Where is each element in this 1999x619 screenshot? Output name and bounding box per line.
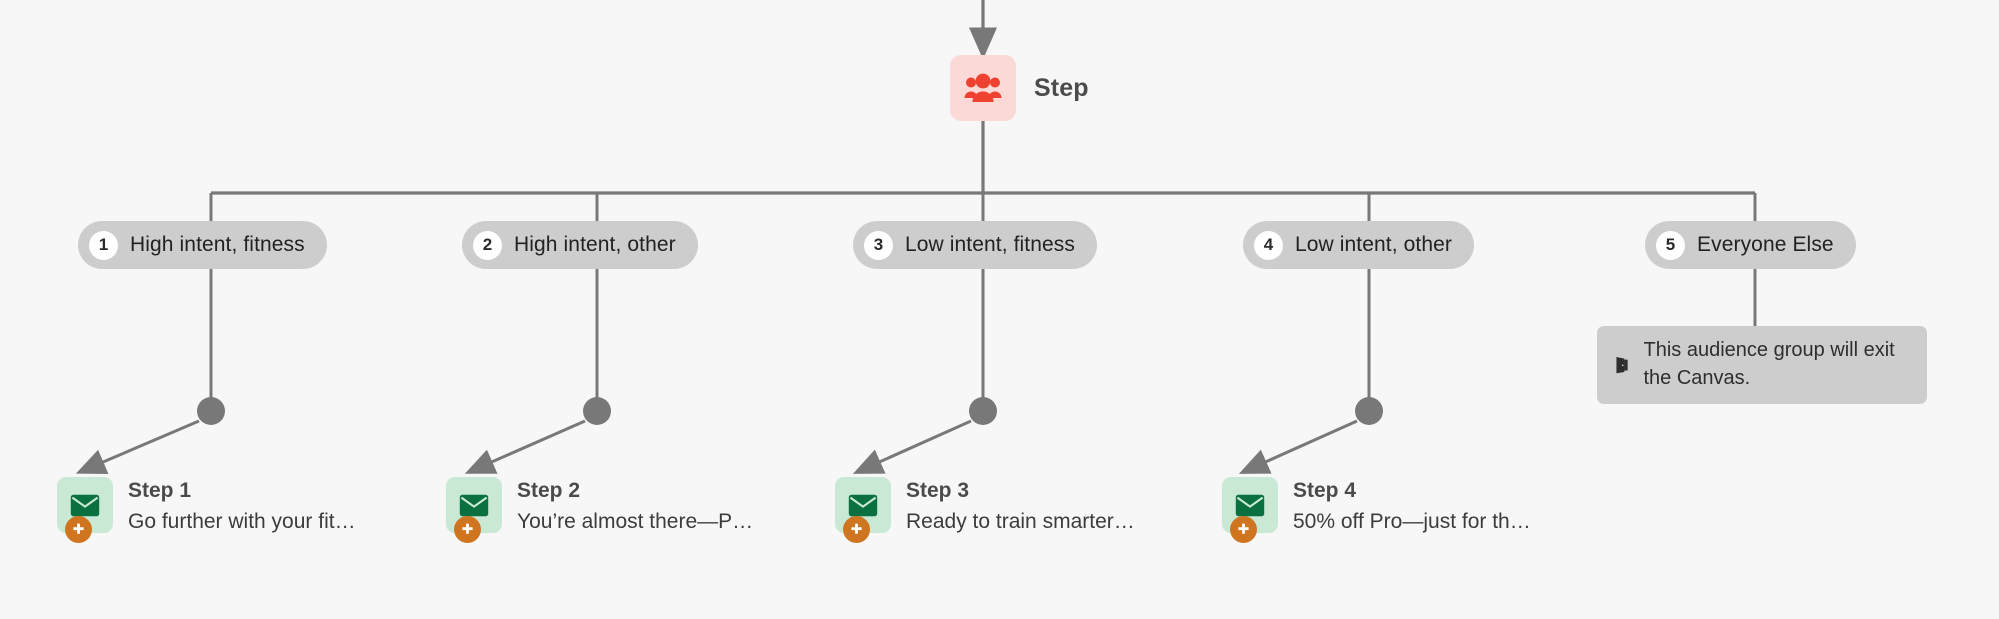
email-icon — [70, 494, 100, 516]
plus-icon — [1238, 523, 1249, 534]
branch-pill-5[interactable]: 5 Everyone Else — [1645, 221, 1856, 269]
branch-label-2: High intent, other — [514, 233, 676, 256]
branch-number-4: 4 — [1254, 230, 1283, 260]
step-card-3[interactable]: Step 3 Ready to train smarter… — [835, 477, 1135, 543]
step-texts-4: Step 4 50% off Pro—just for th… — [1293, 477, 1531, 537]
add-step-badge-1[interactable] — [65, 516, 92, 543]
add-step-badge-4[interactable] — [1230, 516, 1257, 543]
wire-branch-2-to-step — [464, 419, 586, 474]
plus-icon — [73, 523, 84, 534]
branch-number-5: 5 — [1656, 230, 1685, 260]
branch-pill-3[interactable]: 3 Low intent, fitness — [853, 221, 1097, 269]
wire-branch-1-to-step — [75, 419, 200, 475]
email-icon — [848, 494, 878, 516]
step-tile-4[interactable] — [1222, 477, 1278, 533]
step-subtitle-4: 50% off Pro—just for th… — [1293, 510, 1531, 534]
branch-number-1: 1 — [89, 230, 118, 260]
branch-label-1: High intent, fitness — [130, 233, 305, 256]
audience-split-tile[interactable] — [950, 55, 1016, 121]
branch-pill-4[interactable]: 4 Low intent, other — [1243, 221, 1474, 269]
add-step-badge-3[interactable] — [843, 516, 870, 543]
branch-label-4: Low intent, other — [1295, 233, 1452, 256]
email-icon — [1235, 494, 1265, 516]
step-card-4[interactable]: Step 4 50% off Pro—just for th… — [1222, 477, 1531, 543]
step-texts-2: Step 2 You’re almost there—P… — [517, 477, 753, 537]
step-title-2: Step 2 — [517, 479, 581, 502]
step-icon-wrap-3 — [835, 477, 891, 543]
exit-door-icon — [1616, 357, 1628, 374]
branch-label-3: Low intent, fitness — [905, 233, 1075, 256]
audience-split-node[interactable]: Step — [950, 55, 1089, 121]
plus-icon — [851, 523, 862, 534]
split-node-label: Step — [1034, 73, 1089, 102]
wire-branch-3-to-step — [852, 419, 972, 474]
step-texts-1: Step 1 Go further with your fit… — [128, 477, 356, 537]
step-subtitle-2: You’re almost there—P… — [517, 510, 754, 534]
step-texts-3: Step 3 Ready to train smarter… — [906, 477, 1135, 537]
branch-label-5: Everyone Else — [1697, 233, 1834, 256]
step-title-1: Step 1 — [128, 479, 192, 502]
step-icon-wrap-2 — [446, 477, 502, 543]
step-card-2[interactable]: Step 2 You’re almost there—P… — [446, 477, 753, 543]
branch-pill-2[interactable]: 2 High intent, other — [462, 221, 698, 269]
branch-number-2: 2 — [473, 230, 502, 260]
step-subtitle-3: Ready to train smarter… — [906, 510, 1135, 534]
step-icon-wrap-1 — [57, 477, 113, 543]
branch-number-3: 3 — [864, 230, 893, 260]
plus-icon — [462, 523, 473, 534]
junction-dot-2 — [583, 397, 611, 425]
audience-group-icon — [964, 73, 1002, 102]
exit-note[interactable]: This audience group will exit the Canvas… — [1597, 326, 1927, 404]
junction-dot-1 — [197, 397, 225, 425]
step-title-4: Step 4 — [1293, 479, 1357, 502]
junction-dot-3 — [969, 397, 997, 425]
step-subtitle-1: Go further with your fit… — [128, 510, 356, 534]
wire-branch-4-to-step — [1238, 419, 1358, 474]
branch-pill-1[interactable]: 1 High intent, fitness — [78, 221, 327, 269]
junction-dot-4 — [1355, 397, 1383, 425]
email-icon — [459, 494, 489, 516]
step-title-3: Step 3 — [906, 479, 970, 502]
exit-note-text: This audience group will exit the Canvas… — [1643, 339, 1895, 389]
step-card-1[interactable]: Step 1 Go further with your fit… — [57, 477, 356, 543]
step-icon-wrap-4 — [1222, 477, 1278, 543]
add-step-badge-2[interactable] — [454, 516, 481, 543]
